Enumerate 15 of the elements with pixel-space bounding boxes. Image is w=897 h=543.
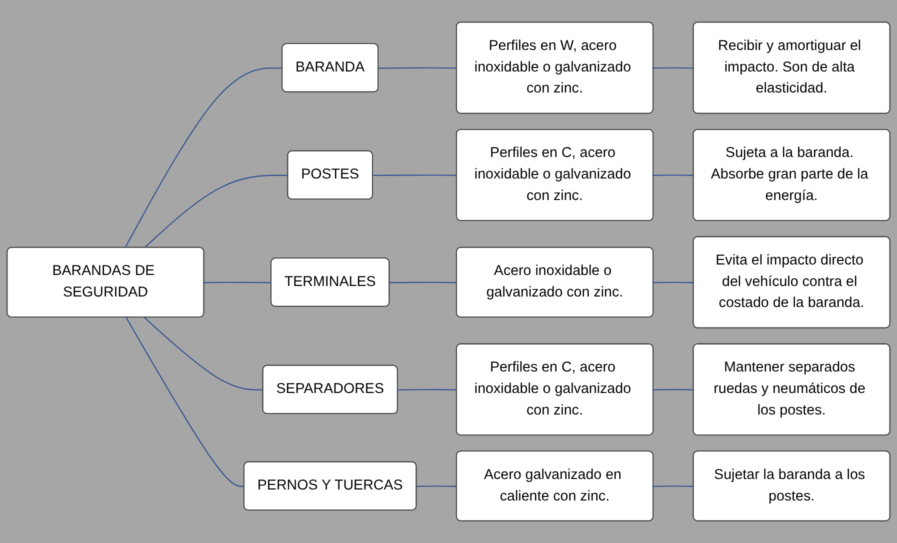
connector (378, 67, 457, 69)
connector (144, 317, 264, 390)
connector (204, 282, 272, 284)
connector (653, 389, 694, 390)
connector (124, 68, 283, 248)
connector (390, 282, 457, 284)
connector (653, 174, 694, 176)
connector (416, 486, 457, 487)
connector (398, 389, 457, 390)
connector (144, 174, 288, 248)
connector (653, 486, 694, 487)
connector (653, 282, 694, 284)
connector (372, 174, 457, 176)
connector (126, 317, 244, 487)
connector (653, 67, 694, 69)
